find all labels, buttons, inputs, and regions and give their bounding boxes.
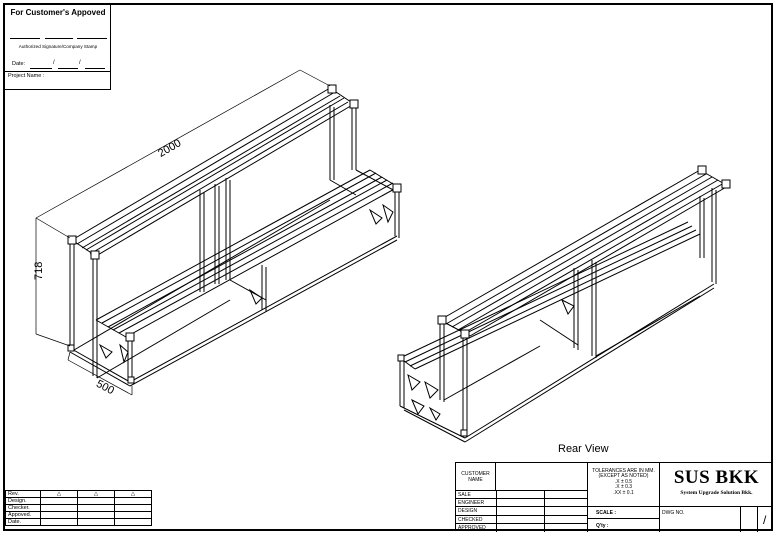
- stamp-label: Authorized Signature/Company Stamp: [18, 44, 98, 49]
- approval-title: For Customer's Appoved: [10, 8, 106, 17]
- title-block: CUSTOMER NAME SALE ENGINEER DESIGN CHECK…: [455, 462, 773, 532]
- drawing-frame: [3, 3, 773, 531]
- rear-gussets: [407, 298, 575, 421]
- dimension-depth: 500: [94, 378, 116, 397]
- date-line: [85, 68, 105, 69]
- corner-joints: [67, 84, 402, 384]
- date-label: Date:: [12, 61, 26, 67]
- rear-corner-joints: [397, 165, 731, 437]
- lower-posts: [127, 188, 400, 382]
- role-row: ENGINEER: [456, 499, 588, 508]
- base-rails: [69, 169, 398, 387]
- revision-triangle-icon: △: [114, 490, 152, 498]
- rear-upper-rails: [439, 169, 729, 337]
- date-line: [30, 68, 52, 69]
- company-logo: SUS BKK System Upgrade Solution Bkk.: [660, 463, 773, 507]
- table-row: Date.: [5, 518, 152, 526]
- revision-triangle-icon: △: [40, 490, 78, 498]
- signature-line: [77, 38, 107, 39]
- customer-name-label: CUSTOMER NAME: [456, 463, 496, 491]
- signature-line: [45, 38, 73, 39]
- role-row: CHECKED: [456, 515, 588, 524]
- role-row: DESIGN: [456, 507, 588, 516]
- date-separator: /: [53, 60, 55, 66]
- company-name: SUS BKK: [673, 467, 760, 488]
- role-row: APPROVED: [456, 523, 588, 532]
- revision-triangle-icon: △: [77, 490, 115, 498]
- tolerance-box: TOLERANCES ARE IN MM. (EXCEPT AS NOTED) …: [588, 463, 660, 507]
- table-row: Rev. △ △ △: [5, 490, 152, 498]
- table-row: Design.: [5, 497, 152, 505]
- date-line: [58, 68, 78, 69]
- role-list: SALE ENGINEER DESIGN CHECKED APPROVED: [456, 491, 588, 532]
- dimension-height: 718: [33, 262, 45, 280]
- customer-approval-box: For Customer's Appoved Authorized Signat…: [5, 5, 111, 90]
- upper-bench-rails: [71, 87, 355, 257]
- role-row: SALE: [456, 491, 588, 500]
- scale-label: SCALE :: [588, 507, 660, 519]
- dimension-lines: [35, 69, 331, 396]
- table-row: Checker.: [5, 504, 152, 512]
- project-name-label: Project Name :: [8, 73, 45, 79]
- company-subtitle: System Upgrade Solution Bkk.: [680, 490, 753, 496]
- corner-gussets: [98, 203, 394, 364]
- date-separator: /: [79, 60, 81, 66]
- customer-name-value: [496, 463, 588, 491]
- revision-table: Rev. △ △ △ Design. Checker. Appoved. Dat…: [5, 490, 152, 526]
- table-row: Appoved.: [5, 511, 152, 519]
- quantity-label: Q'ty :: [588, 519, 660, 532]
- frame-posts: [69, 105, 357, 378]
- signature-line: [10, 38, 40, 39]
- rear-base: [399, 283, 715, 443]
- view-label: Rear View: [558, 443, 609, 455]
- rear-posts: [439, 188, 717, 434]
- rear-lower-rails: [399, 221, 701, 370]
- drawing-number: DWG NO. /: [660, 507, 773, 532]
- lower-bench-rails: [95, 169, 399, 338]
- dimension-length: 2000: [156, 137, 183, 160]
